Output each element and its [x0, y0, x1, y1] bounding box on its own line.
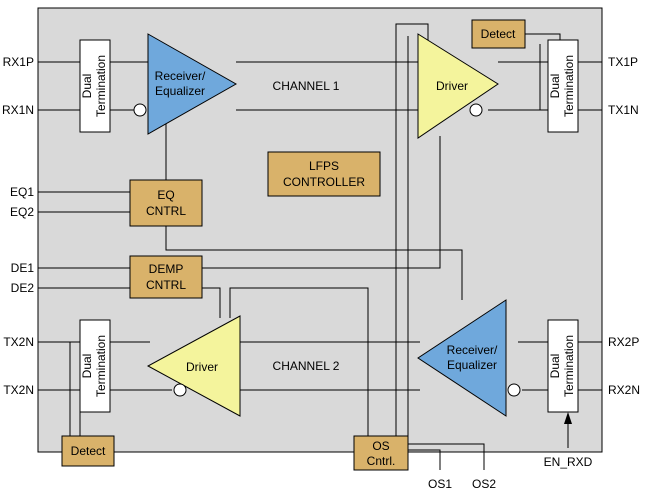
receiver-label-2: Equalizer [155, 84, 205, 98]
pin-rx2p: RX2P [608, 335, 639, 349]
pin-tx1n: TX1N [608, 103, 639, 117]
pin-os2: OS2 [472, 477, 496, 491]
demp-label-2: CNTRL [146, 278, 186, 292]
termination-rx2: Dual Termination [547, 319, 579, 413]
termination-tx2: Dual Termination [79, 319, 111, 413]
detect-label: Detect [71, 444, 106, 458]
pin-rx1n: RX1N [2, 103, 34, 117]
termination-label-2: Termination [94, 55, 108, 117]
receiver-equalizer-ch1: Receiver/ Equalizer [133, 33, 238, 135]
os-label-1: OS [372, 439, 389, 453]
termination-label-2: Termination [94, 335, 108, 397]
lfps-controller: LFPS CONTROLLER [267, 151, 381, 197]
chip-body [37, 7, 603, 453]
pin-tx1p: TX1P [608, 55, 638, 69]
demp-label-1: DEMP [149, 262, 184, 276]
termination-tx1: Dual Termination [547, 39, 579, 133]
pin-en-rxd: EN_RXD [544, 455, 593, 469]
termination-label-1: Dual [80, 74, 94, 99]
driver-label: Driver [436, 79, 468, 93]
detect-bottom: Detect [61, 435, 115, 467]
detect-top: Detect [471, 19, 526, 49]
pin-os1: OS1 [428, 477, 452, 491]
eq-label-2: CNTRL [146, 204, 186, 218]
driver-ch2: Driver [146, 315, 241, 417]
receiver-equalizer-ch2: Receiver/ Equalizer [417, 299, 521, 417]
pin-de1: DE1 [11, 261, 35, 275]
termination-label-1: Dual [548, 74, 562, 99]
pin-rx2n: RX2N [608, 383, 640, 397]
pin-tx2n-top: TX2N [3, 335, 34, 349]
receiver-label-2: Equalizer [447, 358, 497, 372]
termination-label-1: Dual [80, 354, 94, 379]
pin-eq2: EQ2 [10, 205, 34, 219]
driver-label: Driver [186, 360, 218, 374]
receiver-label-1: Receiver/ [155, 69, 206, 83]
eq-cntrl: EQ CNTRL [129, 179, 203, 227]
pin-de2: DE2 [11, 281, 35, 295]
termination-label-2: Termination [562, 55, 576, 117]
demp-cntrl: DEMP CNTRL [129, 255, 203, 299]
channel-2-label: CHANNEL 2 [273, 359, 340, 373]
os-cntrl: OS Cntrl. [353, 435, 409, 471]
lfps-label-1: LFPS [309, 159, 339, 173]
eq-label-1: EQ [157, 188, 174, 202]
detect-label: Detect [481, 27, 516, 41]
pin-tx2n-bottom: TX2N [3, 383, 34, 397]
driver-ch1: Driver [417, 33, 499, 139]
termination-label-1: Dual [548, 354, 562, 379]
channel-1-label: CHANNEL 1 [273, 79, 340, 93]
pin-eq1: EQ1 [10, 185, 34, 199]
termination-rx1: Dual Termination [79, 39, 111, 133]
pin-rx1p: RX1P [3, 55, 34, 69]
os-label-2: Cntrl. [367, 454, 396, 468]
lfps-label-2: CONTROLLER [283, 175, 365, 189]
receiver-label-1: Receiver/ [447, 343, 498, 357]
termination-label-2: Termination [562, 335, 576, 397]
